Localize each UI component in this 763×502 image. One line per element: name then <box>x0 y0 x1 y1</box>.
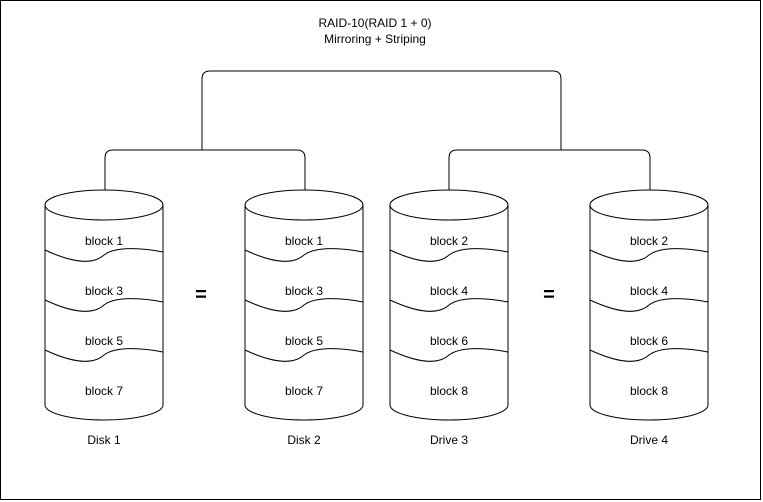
block-label: block 6 <box>430 334 468 348</box>
block-separator <box>44 348 164 362</box>
block-label: block 7 <box>285 384 323 398</box>
block-separator <box>389 348 509 362</box>
block-separator <box>389 298 509 312</box>
disk-label: Disk 2 <box>287 433 321 447</box>
block-separator <box>44 298 164 312</box>
disk-body <box>389 205 509 421</box>
equals-sign-right: = <box>543 284 555 306</box>
block-label: block 6 <box>630 334 668 348</box>
disk-body <box>44 205 164 421</box>
block-label: block 8 <box>430 384 468 398</box>
disk-1: block 1 block 3 block 5 block 7 Disk 1 <box>44 189 164 447</box>
block-label: block 2 <box>430 234 468 248</box>
block-separator <box>244 298 364 312</box>
block-label: block 5 <box>285 334 323 348</box>
disk-label: Disk 1 <box>87 433 121 447</box>
block-separator <box>589 348 709 362</box>
disk-2: block 1 block 3 block 5 block 7 Disk 2 <box>244 189 364 447</box>
disk-top <box>44 189 164 221</box>
connector-tree <box>104 70 651 190</box>
block-label: block 4 <box>630 284 668 298</box>
right-mirror-connector <box>448 149 651 190</box>
block-separator <box>44 248 164 262</box>
block-separator <box>589 248 709 262</box>
block-label: block 5 <box>85 334 123 348</box>
block-label: block 8 <box>630 384 668 398</box>
block-label: block 2 <box>630 234 668 248</box>
disk-body <box>244 205 364 421</box>
block-label: block 7 <box>85 384 123 398</box>
diagram-title: RAID-10(RAID 1 + 0) <box>318 16 431 30</box>
block-separator <box>244 348 364 362</box>
block-label: block 3 <box>285 284 323 298</box>
diagram-subtitle: Mirroring + Striping <box>324 32 426 46</box>
equals-sign-left: = <box>195 284 207 306</box>
disk-top <box>589 189 709 221</box>
block-label: block 1 <box>85 234 123 248</box>
disk-label: Drive 3 <box>430 433 468 447</box>
block-separator <box>389 248 509 262</box>
disk-label: Drive 4 <box>630 433 668 447</box>
disk-3: block 2 block 4 block 6 block 8 Drive 3 <box>389 189 509 447</box>
disk-4: block 2 block 4 block 6 block 8 Drive 4 <box>589 189 709 447</box>
left-mirror-connector <box>104 149 306 190</box>
top-connector <box>201 70 562 150</box>
block-separator <box>589 298 709 312</box>
block-label: block 1 <box>285 234 323 248</box>
block-label: block 4 <box>430 284 468 298</box>
disk-top <box>389 189 509 221</box>
block-label: block 3 <box>85 284 123 298</box>
disk-body <box>589 205 709 421</box>
disk-top <box>244 189 364 221</box>
block-separator <box>244 248 364 262</box>
